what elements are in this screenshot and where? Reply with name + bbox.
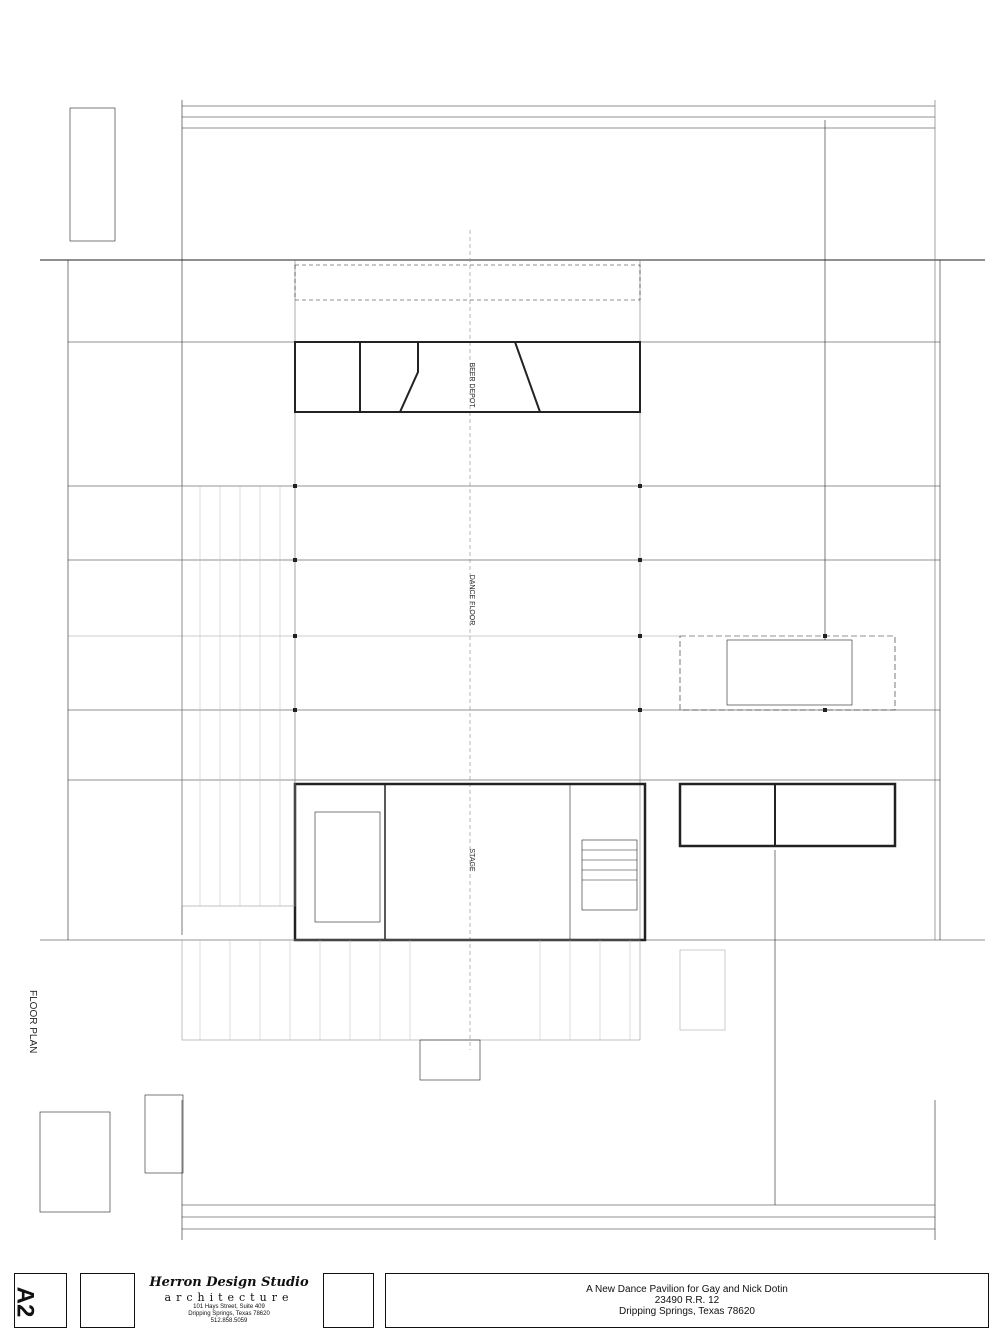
studio-name: Herron Design Studio [149, 1275, 309, 1290]
project-block: A New Dance Pavilion for Gay and Nick Do… [385, 1273, 989, 1328]
project-title: A New Dance Pavilion for Gay and Nick Do… [586, 1284, 788, 1295]
room-label-dance-floor: DANCE FLOOR [468, 575, 475, 626]
stamp-box [323, 1273, 374, 1328]
project-address: 23490 R.R. 12 [654, 1295, 720, 1306]
studio-phone: 512.858.5059 [210, 1318, 248, 1324]
plan-title: FLOOR PLAN [27, 990, 38, 1053]
studio-address-1: 101 Hays Street, Suite 409 [193, 1304, 265, 1310]
project-city: Dripping Springs, Texas 78620 [618, 1306, 755, 1317]
studio-block: Herron Design Studio architecture 101 Ha… [145, 1273, 313, 1328]
room-label-beer-depot: BEER DEPOT [468, 362, 475, 408]
sheet-number: A2 [11, 1286, 39, 1318]
sheet-number-box: A2 [11, 1273, 67, 1328]
studio-subtitle: architecture [164, 1291, 294, 1304]
logo-box [80, 1273, 135, 1328]
room-label-stage: STAGE [468, 848, 475, 872]
studio-address-2: Dripping Springs, Texas 78620 [188, 1311, 270, 1317]
